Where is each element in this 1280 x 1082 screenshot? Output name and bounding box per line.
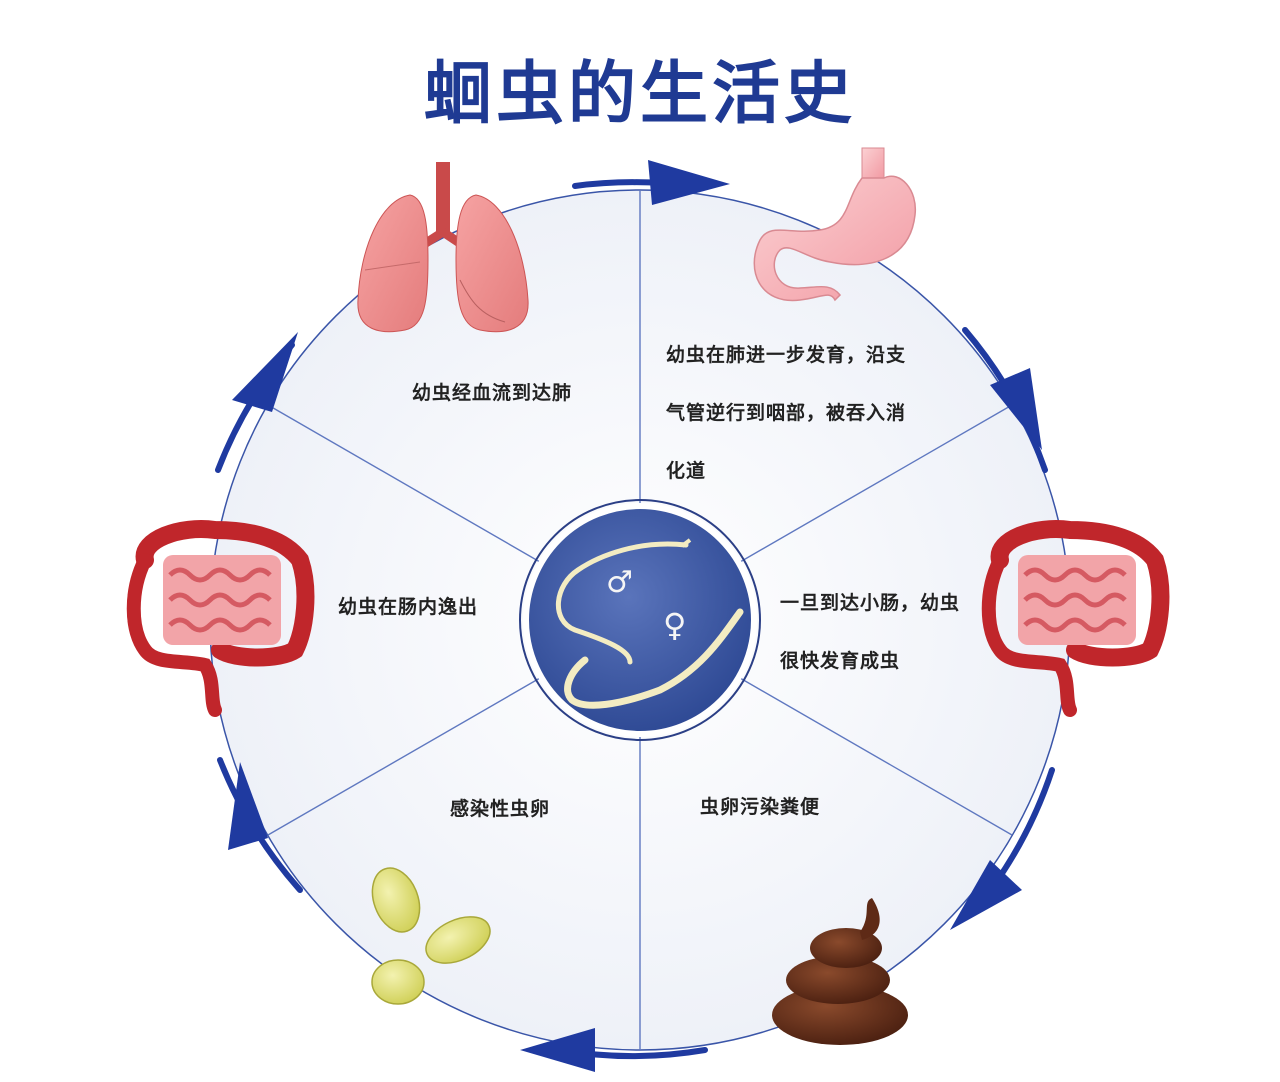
arrow-2 (990, 368, 1042, 450)
stage-label-throat-1: 幼虫在肺进一步发育，沿支 (666, 344, 907, 366)
cycle-arrows (228, 160, 1042, 1072)
arrow-4 (520, 1028, 595, 1072)
stage-label-eggs: 感染性虫卵 (450, 798, 551, 820)
page-title: 蛔虫的生活史 (423, 54, 856, 134)
female-symbol: ♀ (663, 606, 686, 644)
lungs-icon (357, 162, 529, 333)
male-symbol: ♂ (606, 565, 633, 600)
stage-label-lung: 幼虫经血流到达肺 (412, 382, 573, 404)
egg-icon (371, 867, 491, 1005)
intestine-icon (126, 520, 315, 717)
arrow-5 (228, 762, 268, 850)
stage-label-throat-2: 气管逆行到咽部，被吞入消 (666, 402, 907, 424)
stomach-icon (753, 147, 917, 302)
intestine-icon (981, 520, 1170, 717)
stage-label-feces: 虫卵污染粪便 (700, 796, 821, 818)
stage-label-throat-3: 化道 (666, 460, 707, 482)
stage-label-small-intestine-2: 很快发育成虫 (780, 650, 901, 672)
stage-label-hatch: 幼虫在肠内逸出 (338, 596, 479, 618)
arrow-1 (648, 160, 730, 205)
feces-icon (772, 898, 908, 1045)
wheel-spokes (267, 190, 1013, 1050)
arrow-3 (950, 860, 1022, 930)
roundworm-icon: ♂ ♀ (519, 499, 761, 741)
stage-label-small-intestine-1: 一旦到达小肠，幼虫 (780, 592, 961, 614)
arrow-6 (232, 332, 298, 412)
